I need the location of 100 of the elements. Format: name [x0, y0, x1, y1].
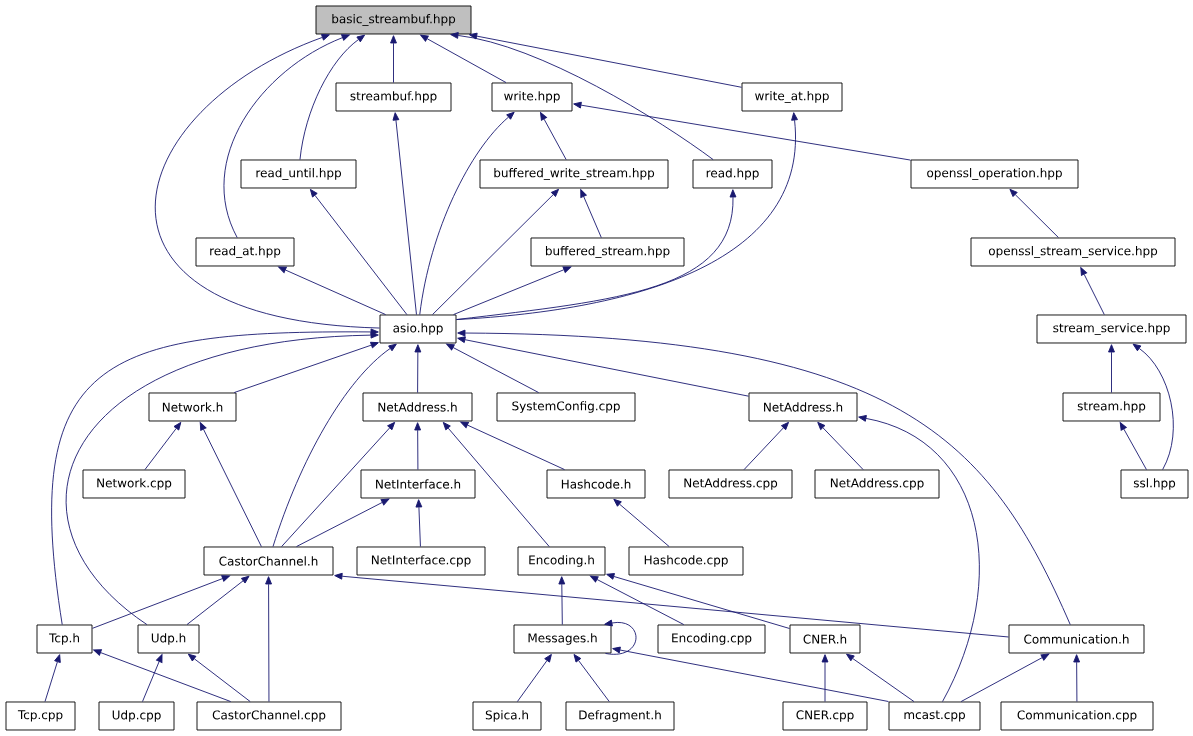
- highlighted-file-box: basic_streambuf.hpp: [315, 5, 472, 35]
- arrow: [419, 111, 515, 315]
- file-box: CNER.h: [789, 624, 861, 654]
- arrow: [281, 421, 396, 547]
- file-box: Messages.h: [513, 624, 612, 654]
- file-box: write.hpp: [491, 82, 573, 112]
- arrow: [186, 575, 250, 625]
- arrow: [1080, 267, 1105, 315]
- arrow: [453, 266, 572, 315]
- file-box: Tcp.cpp: [5, 701, 76, 731]
- file-box: Encoding.cpp: [657, 624, 766, 654]
- arrow: [199, 422, 262, 547]
- file-box: Network.h: [148, 392, 237, 422]
- arrow: [460, 421, 565, 470]
- arrow: [1073, 654, 1081, 702]
- arrow: [960, 653, 1050, 702]
- arrow: [1119, 422, 1147, 470]
- file-box: Encoding.h: [517, 546, 606, 576]
- file-box: buffered_write_stream.hpp: [479, 159, 669, 189]
- arrow: [442, 421, 550, 547]
- file-box: buffered_stream.hpp: [530, 237, 685, 267]
- arrow: [1108, 344, 1115, 393]
- arrow: [299, 34, 365, 160]
- file-box: NetAddress.h: [362, 392, 473, 422]
- file-box: Communication.cpp: [1000, 701, 1154, 731]
- arrow: [334, 572, 1009, 638]
- arrow: [580, 189, 602, 238]
- arrow: [420, 34, 507, 83]
- file-box: Network.cpp: [82, 469, 186, 499]
- arrow: [414, 344, 422, 393]
- file-box: SystemConfig.cpp: [496, 392, 636, 422]
- file-box: NetInterface.cpp: [356, 546, 486, 576]
- arrow: [296, 498, 390, 547]
- arrow: [390, 35, 397, 83]
- file-box: Defragment.h: [565, 701, 675, 731]
- arrow: [415, 499, 423, 547]
- file-box: stream_service.hpp: [1036, 314, 1187, 344]
- arrow: [457, 329, 1071, 625]
- arrow: [309, 189, 408, 315]
- arrow: [446, 343, 540, 393]
- arrow: [432, 188, 560, 315]
- file-box: write_at.hpp: [741, 82, 843, 112]
- file-box: openssl_stream_service.hpp: [970, 237, 1176, 267]
- file-box: Udp.cpp: [98, 701, 175, 731]
- arrow: [1132, 343, 1174, 470]
- arrow: [265, 576, 272, 702]
- file-box: CastorChannel.h: [203, 546, 334, 576]
- file-box: mcast.cpp: [888, 701, 981, 731]
- arrow: [233, 341, 379, 393]
- arrow: [93, 649, 232, 702]
- arrow: [187, 653, 251, 702]
- file-box: NetAddress.cpp: [668, 469, 793, 499]
- arrow: [743, 421, 789, 470]
- arrow: [558, 576, 566, 625]
- arrow: [142, 654, 163, 702]
- arrow: [858, 415, 980, 702]
- arrow: [154, 34, 380, 329]
- arrow: [278, 266, 386, 315]
- arrow: [450, 32, 714, 160]
- file-box: read_at.hpp: [195, 237, 295, 267]
- file-box: read.hpp: [692, 159, 773, 189]
- file-box: Tcp.h: [36, 624, 93, 654]
- arrow: [612, 646, 889, 702]
- arrow: [44, 654, 61, 702]
- file-box: Udp.h: [137, 624, 200, 654]
- arrow: [606, 573, 790, 629]
- file-box: asio.hpp: [379, 314, 457, 344]
- arrow: [272, 343, 397, 547]
- file-box: Communication.h: [1008, 624, 1145, 654]
- arrow: [540, 112, 567, 160]
- arrow: [456, 189, 737, 320]
- file-box: NetAddress.h: [748, 392, 858, 422]
- arrow: [821, 654, 829, 702]
- file-box: Hashcode.h: [546, 469, 646, 499]
- file-box: NetAddress.cpp: [814, 469, 940, 499]
- loop-arrow: [604, 619, 637, 655]
- arrow: [613, 498, 670, 547]
- file-box: Spica.h: [472, 701, 542, 731]
- arrow: [846, 653, 915, 702]
- file-box: read_until.hpp: [240, 159, 357, 189]
- file-box: CastorChannel.cpp: [196, 701, 342, 731]
- arrow: [414, 422, 422, 470]
- file-box: stream.hpp: [1062, 392, 1161, 422]
- file-box: ssl.hpp: [1120, 469, 1189, 499]
- arrow: [144, 422, 182, 470]
- arrow: [92, 575, 230, 629]
- arrow: [392, 112, 417, 315]
- file-box: streambuf.hpp: [335, 82, 452, 112]
- arrow: [589, 575, 685, 625]
- arrow: [573, 101, 911, 161]
- arrow: [1009, 188, 1059, 238]
- arrow: [516, 654, 552, 702]
- file-box: CNER.cpp: [782, 701, 868, 731]
- arrow: [573, 654, 610, 702]
- arrow: [457, 336, 749, 397]
- file-box: openssl_operation.hpp: [910, 159, 1079, 189]
- arrow: [469, 32, 742, 88]
- arrow: [817, 421, 864, 470]
- arrow: [223, 34, 350, 238]
- file-box: Hashcode.cpp: [628, 546, 744, 576]
